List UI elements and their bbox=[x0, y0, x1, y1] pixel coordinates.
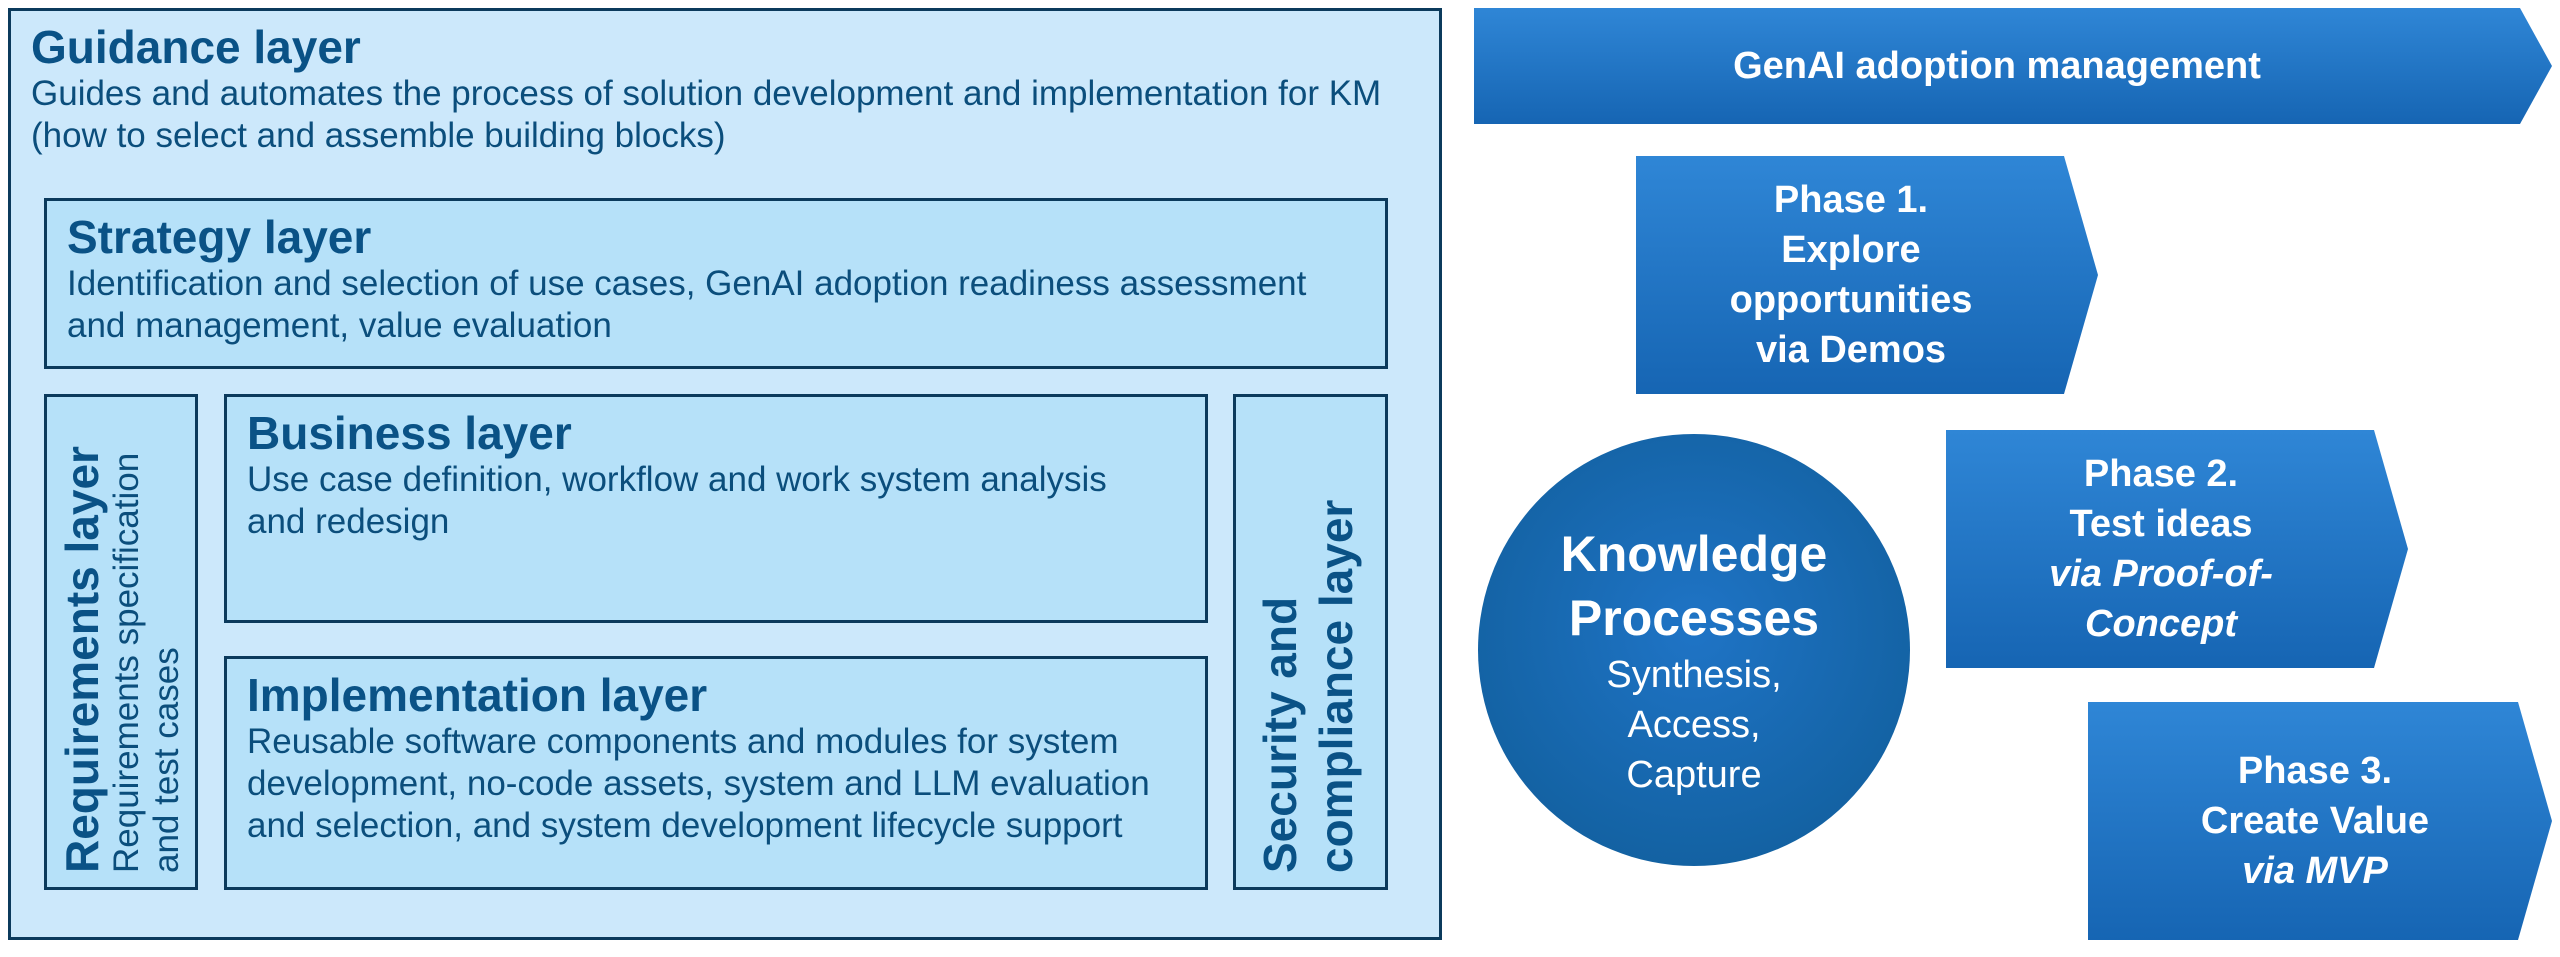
requirements-layer-box: Requirements layer Requirements specific… bbox=[44, 394, 198, 890]
phase2-line3: via Proof-of- bbox=[2049, 553, 2273, 595]
requirements-layer-desc-line2: and test cases bbox=[147, 647, 186, 873]
security-layer-box: Security and compliance layer bbox=[1233, 394, 1388, 890]
knowledge-circle: Knowledge Processes Synthesis, Access, C… bbox=[1476, 522, 1912, 800]
phase1-line1: Phase 1. bbox=[1773, 179, 1929, 221]
phase3-line2: Create Value bbox=[2200, 800, 2430, 842]
requirements-layer-title: Requirements layer bbox=[56, 446, 108, 873]
strategy-layer-box: Strategy layer Identification and select… bbox=[44, 198, 1388, 369]
phase2-line1: Phase 2. bbox=[2083, 453, 2239, 495]
business-layer-box: Business layer Use case definition, work… bbox=[224, 394, 1208, 623]
implementation-layer-desc-line1: Reusable software components and modules… bbox=[247, 722, 1119, 761]
security-layer-title-line1: Security and bbox=[1254, 596, 1306, 873]
phase3-line1: Phase 3. bbox=[2237, 750, 2393, 792]
phase1-arrow: Phase 1. Explore opportunities via Demos bbox=[1636, 156, 2066, 394]
guidance-layer-desc-line2: (how to select and assemble building blo… bbox=[31, 116, 726, 155]
business-layer-desc-line2: and redesign bbox=[247, 502, 450, 541]
adoption-arrow: GenAI adoption management bbox=[1474, 8, 2520, 124]
knowledge-sub-line3: Capture bbox=[1626, 754, 1762, 796]
requirements-layer-desc-line1: Requirements specification bbox=[107, 452, 146, 873]
adoption-arrow-label: GenAI adoption management bbox=[1733, 45, 2261, 87]
strategy-layer-title: Strategy layer bbox=[67, 211, 372, 263]
phase3-arrow: Phase 3. Create Value via MVP bbox=[2088, 702, 2542, 940]
phase1-line2: Explore bbox=[1781, 229, 1921, 271]
phase3-arrow-shape bbox=[2088, 702, 2552, 940]
phase2-arrow-shape bbox=[1946, 430, 2408, 668]
business-layer-desc-line1: Use case definition, workflow and work s… bbox=[247, 460, 1107, 499]
strategy-layer-desc-line1: Identification and selection of use case… bbox=[67, 264, 1307, 303]
phase1-arrow-shape bbox=[1636, 156, 2098, 394]
phase1-line4: via Demos bbox=[1755, 329, 1947, 371]
knowledge-sub-line2: Access, bbox=[1627, 704, 1761, 746]
knowledge-title-line2: Processes bbox=[1568, 590, 1820, 646]
knowledge-circle-shape bbox=[1478, 434, 1910, 866]
implementation-layer-title: Implementation layer bbox=[247, 669, 708, 721]
knowledge-sub-line1: Synthesis, bbox=[1606, 654, 1782, 696]
phase2-arrow: Phase 2. Test ideas via Proof-of- Concep… bbox=[1946, 430, 2376, 668]
knowledge-title-line1: Knowledge bbox=[1560, 526, 1828, 582]
guidance-layer-desc-line1: Guides and automates the process of solu… bbox=[31, 74, 1382, 113]
implementation-layer-desc-line3: and selection, and system development li… bbox=[247, 806, 1123, 845]
implementation-layer-box: Implementation layer Reusable software c… bbox=[224, 656, 1208, 890]
guidance-layer-title: Guidance layer bbox=[31, 21, 361, 73]
security-layer-title-line2: compliance layer bbox=[1310, 499, 1362, 873]
phase2-line4: Concept bbox=[2085, 603, 2237, 645]
implementation-layer-desc-line2: development, no-code assets, system and … bbox=[247, 764, 1150, 803]
business-layer-title: Business layer bbox=[247, 407, 572, 459]
strategy-layer-desc-line2: and management, value evaluation bbox=[67, 306, 612, 345]
adoption-arrow-shape bbox=[1474, 8, 2552, 124]
phase2-line2: Test ideas bbox=[2069, 503, 2253, 545]
phase1-line3: opportunities bbox=[1729, 279, 1973, 321]
phase3-line3: via MVP bbox=[2242, 850, 2388, 892]
